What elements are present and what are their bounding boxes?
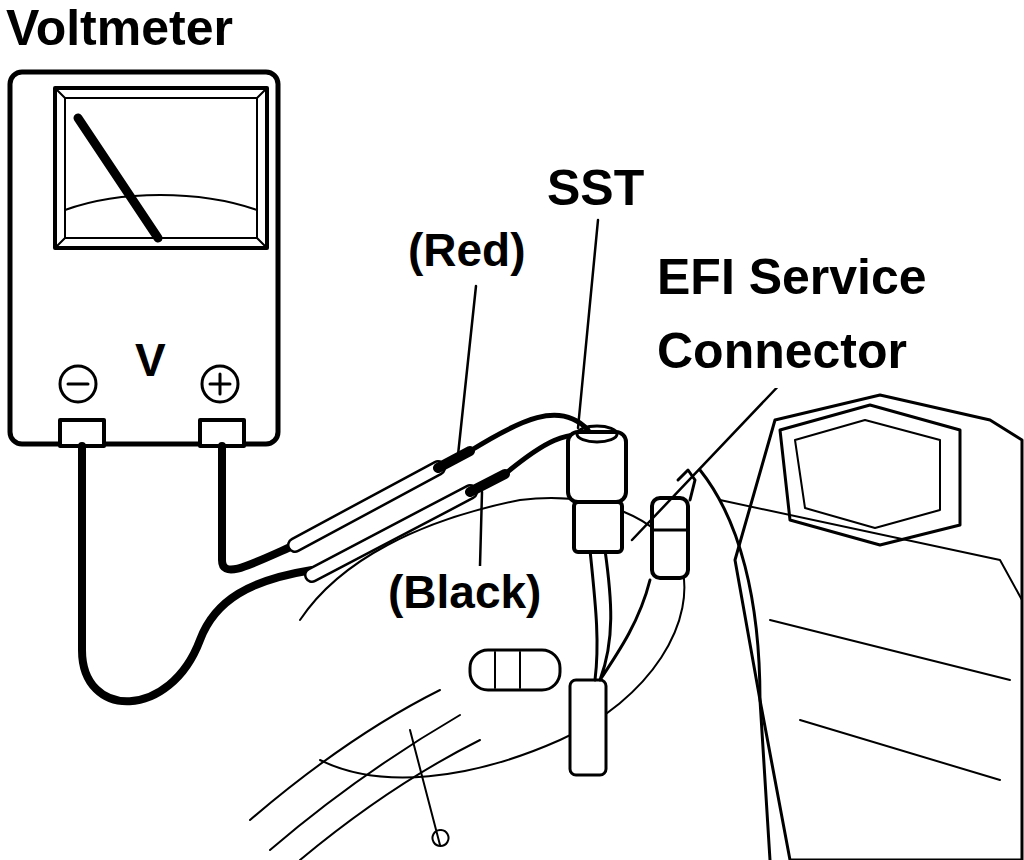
black-test-lead — [82, 446, 312, 701]
connector-part — [470, 650, 560, 690]
leader-line — [480, 492, 482, 566]
minus-terminal-symbol — [68, 383, 88, 386]
meter-window — [55, 88, 267, 248]
meter-bevel — [55, 88, 267, 248]
intake-duct — [700, 470, 770, 860]
leader-line — [578, 220, 598, 428]
engine-part — [735, 395, 1022, 860]
red-probe — [295, 468, 438, 545]
connector-part — [570, 680, 606, 775]
engine-part — [300, 498, 684, 777]
efi-service-connector — [652, 529, 688, 532]
plus-terminal-symbol — [202, 366, 238, 402]
meter-scale — [65, 195, 257, 210]
minus-terminal-symbol — [60, 366, 96, 402]
connector-part — [495, 652, 520, 688]
engine-edge — [800, 720, 1000, 780]
meter-housing — [10, 72, 278, 444]
sst-connector — [577, 426, 617, 442]
leader-line — [632, 378, 786, 540]
wire-color-label: (Red) — [406, 224, 528, 277]
sst-connector — [574, 502, 622, 552]
meter-needle — [78, 118, 158, 238]
part-name: EFI Service Connector — [655, 240, 1004, 388]
wire-harness — [250, 690, 480, 860]
air-flow-meter — [780, 405, 960, 545]
wire-color-label: (Black) — [386, 566, 543, 619]
harness-wire — [590, 550, 650, 680]
red-probe — [295, 468, 438, 545]
red-test-lead — [222, 446, 295, 569]
black-probe — [312, 492, 470, 575]
part-name: SST — [545, 160, 646, 217]
black-probe — [312, 492, 470, 575]
figure-title: Voltmeter — [4, 0, 235, 57]
probe-tip — [438, 451, 505, 492]
leader-line — [458, 286, 476, 455]
unit-label: V — [133, 334, 168, 387]
meter-face — [65, 98, 257, 238]
engine-edge — [720, 500, 1022, 600]
plus-terminal-symbol — [210, 374, 230, 394]
engine-edge — [770, 620, 1010, 680]
efi-service-connector — [678, 470, 695, 500]
efi-service-connector — [652, 498, 688, 578]
air-flow-meter-face — [795, 420, 940, 528]
hose — [410, 730, 449, 846]
